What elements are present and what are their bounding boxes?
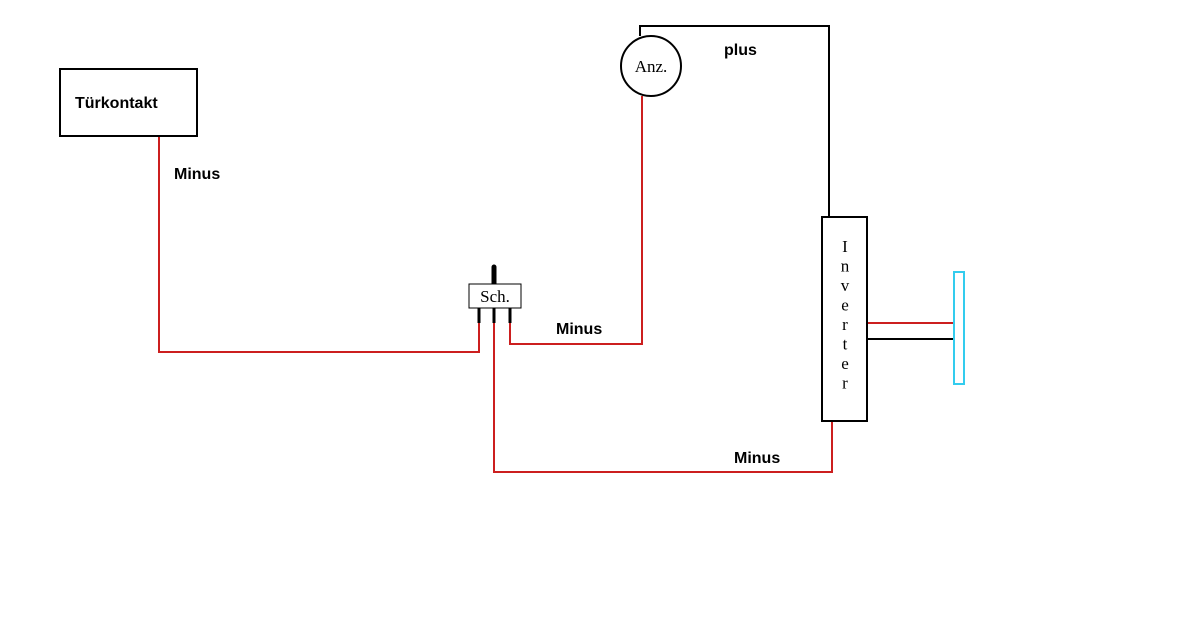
door-contact-label: Türkontakt [75, 95, 158, 112]
inverter-label-letter: e [841, 296, 849, 315]
door-contact-box [59, 68, 198, 137]
indicator-label: Anz. [635, 57, 668, 76]
wire-door-to-switch [158, 136, 480, 353]
inverter-label-letter: r [842, 374, 848, 393]
wire-label-plus: plus [724, 42, 757, 59]
wire-switch-to-indicator [509, 96, 643, 345]
indicator-circle [620, 35, 682, 97]
wire-label-switch-to-indicator: Minus [556, 321, 602, 338]
switch-box [468, 283, 522, 309]
wire-label-switch-to-inverter: Minus [734, 450, 780, 467]
inverter-label-letter: I [842, 237, 848, 256]
inverter-label-letter: v [841, 276, 850, 295]
inverter-label-letter: t [843, 335, 848, 354]
wire-label-door-to-switch: Minus [174, 166, 220, 183]
switch-component: Sch. [468, 264, 522, 323]
lamp-tube [953, 271, 965, 385]
wire-indicator-to-inverter-plus [639, 25, 830, 217]
inverter-label-letter: e [841, 354, 849, 373]
inverter-label-letter: r [842, 315, 848, 334]
wire-switch-to-inverter [493, 322, 833, 473]
switch-label: Sch. [480, 287, 510, 306]
inverter-label-letter: n [841, 257, 850, 276]
indicator-component: Anz. [620, 35, 682, 97]
door-contact-component: Türkontakt [59, 68, 198, 137]
inverter-box [821, 216, 868, 422]
